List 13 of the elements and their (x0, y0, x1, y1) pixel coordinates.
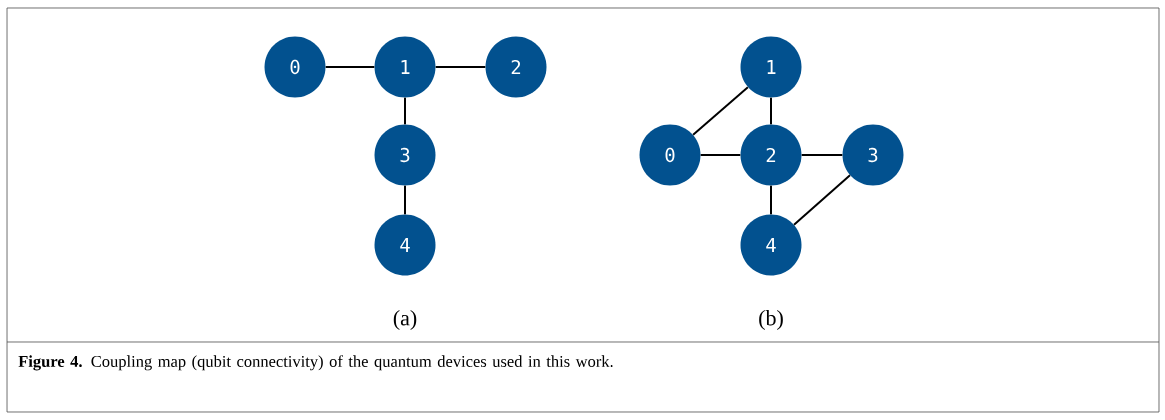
connection-line (404, 96, 406, 126)
panel-label: (a) (393, 310, 417, 330)
figure-caption: Figure 4. Coupling map (qubit connectivity) of the quantum devices used in this work. (18, 355, 613, 371)
panel-label: (b) (759, 310, 783, 330)
connection-line (793, 174, 851, 226)
connection-line (324, 66, 376, 68)
connection-line (404, 184, 406, 216)
connection-line (770, 184, 772, 216)
connection-line (800, 154, 844, 156)
connection-line (692, 86, 749, 136)
connection-line (434, 66, 487, 68)
connection-line (699, 154, 742, 156)
connection-line (770, 96, 772, 126)
